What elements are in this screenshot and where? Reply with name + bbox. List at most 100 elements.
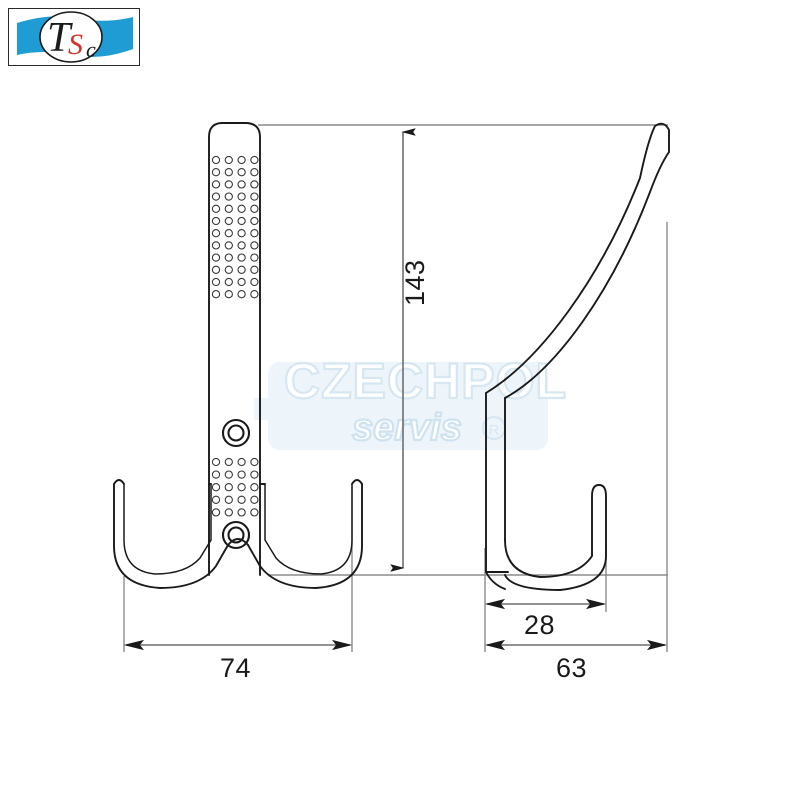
texture-dot	[250, 495, 259, 504]
lower-screw-hole-outer	[221, 520, 251, 550]
texture-dot	[224, 155, 233, 165]
texture-dot	[211, 216, 221, 226]
texture-dot	[250, 180, 259, 189]
texture-dot	[250, 204, 259, 213]
texture-dot	[237, 168, 246, 177]
texture-dot	[211, 457, 221, 467]
texture-dot	[224, 277, 233, 287]
texture-dot	[237, 495, 246, 504]
texture-dot	[250, 192, 259, 201]
side-arm-inner-edge	[504, 151, 670, 399]
watermark-line2: servis	[352, 407, 462, 449]
texture-dot	[211, 483, 221, 492]
texture-dot	[211, 241, 221, 250]
texture-dot	[211, 168, 221, 177]
side-view	[485, 122, 670, 591]
tsc-logo: T S c	[8, 8, 140, 66]
texture-dot	[224, 265, 233, 274]
texture-dot	[211, 155, 221, 165]
lower-screw-hole-inner	[227, 526, 245, 544]
texture-dot	[237, 192, 246, 201]
dimension-label-63: 63	[556, 653, 588, 683]
logo-letter-c: c	[86, 37, 96, 62]
upper-screw-hole	[221, 418, 251, 448]
side-lower-hook-base	[485, 571, 506, 590]
texture-dot	[250, 168, 259, 177]
dimension-label-143: 143	[400, 259, 430, 306]
texture-dot	[237, 216, 246, 226]
texture-dot	[250, 457, 259, 467]
logo-letter-t: T	[47, 15, 73, 61]
texture-dot	[250, 155, 259, 165]
texture-dot	[224, 241, 233, 250]
texture-dot	[211, 192, 221, 201]
texture-dot	[250, 216, 259, 226]
texture-dot	[237, 229, 246, 238]
texture-dot	[250, 508, 259, 517]
texture-dot	[211, 229, 221, 238]
upper-dot-texture-panel	[211, 155, 259, 299]
front-post-outline	[208, 122, 261, 576]
texture-dot	[250, 483, 259, 492]
left-hook-outer-edge	[113, 483, 229, 589]
lower-dot-texture-panel	[211, 457, 259, 517]
texture-dot	[237, 265, 246, 274]
front-view	[113, 122, 363, 589]
texture-dot	[224, 495, 233, 504]
texture-dot	[211, 470, 221, 479]
texture-dot	[224, 229, 233, 238]
dimension-label-28: 28	[524, 610, 556, 640]
texture-dot	[211, 290, 221, 299]
watermark-line1: CZECHPOL	[284, 353, 567, 409]
logo-white-ellipse	[39, 11, 103, 63]
texture-dot	[224, 216, 233, 226]
texture-dot	[224, 457, 233, 467]
texture-dot	[224, 253, 233, 262]
texture-dot	[237, 155, 246, 165]
texture-dot	[211, 508, 221, 517]
texture-dot	[250, 470, 259, 479]
texture-dot	[224, 483, 233, 492]
texture-dot	[237, 253, 246, 262]
tsc-logo-graphic: T S c	[17, 11, 133, 63]
texture-dot	[237, 457, 246, 467]
texture-dot	[211, 253, 221, 262]
texture-dot	[237, 180, 246, 189]
upper-screw-hole-outer	[221, 418, 251, 448]
texture-dot	[237, 508, 246, 517]
texture-dot	[237, 290, 246, 299]
texture-dot	[237, 470, 246, 479]
texture-dot	[224, 192, 233, 201]
right-hook-tip	[351, 479, 363, 485]
texture-dot	[237, 204, 246, 213]
texture-dot	[211, 495, 221, 504]
left-hook-tip	[113, 479, 125, 485]
logo-letter-s: S	[68, 28, 83, 61]
side-arm-tip	[654, 122, 670, 153]
texture-dot	[250, 265, 259, 274]
texture-dot	[237, 277, 246, 287]
texture-dot	[211, 277, 221, 287]
texture-dot	[211, 265, 221, 274]
right-hook-inner-edge	[264, 483, 353, 575]
side-lower-hook	[504, 484, 607, 591]
left-hook-inner-edge	[123, 483, 212, 575]
texture-dot	[211, 180, 221, 189]
dimension-lines	[123, 132, 668, 651]
texture-dot	[224, 290, 233, 299]
texture-dot	[250, 277, 259, 287]
texture-dot	[211, 204, 221, 213]
watermark-registered-letter: R	[489, 422, 500, 439]
side-arm-outer-edge	[485, 125, 656, 394]
texture-dot	[224, 168, 233, 177]
dimension-label-74: 74	[220, 653, 252, 683]
right-hook-outer-edge	[247, 483, 363, 589]
texture-dot	[250, 241, 259, 250]
texture-dot	[250, 253, 259, 262]
texture-dot	[250, 290, 259, 299]
lower-screw-hole	[221, 520, 251, 550]
upper-screw-hole-inner	[227, 424, 245, 442]
texture-dot	[224, 204, 233, 213]
